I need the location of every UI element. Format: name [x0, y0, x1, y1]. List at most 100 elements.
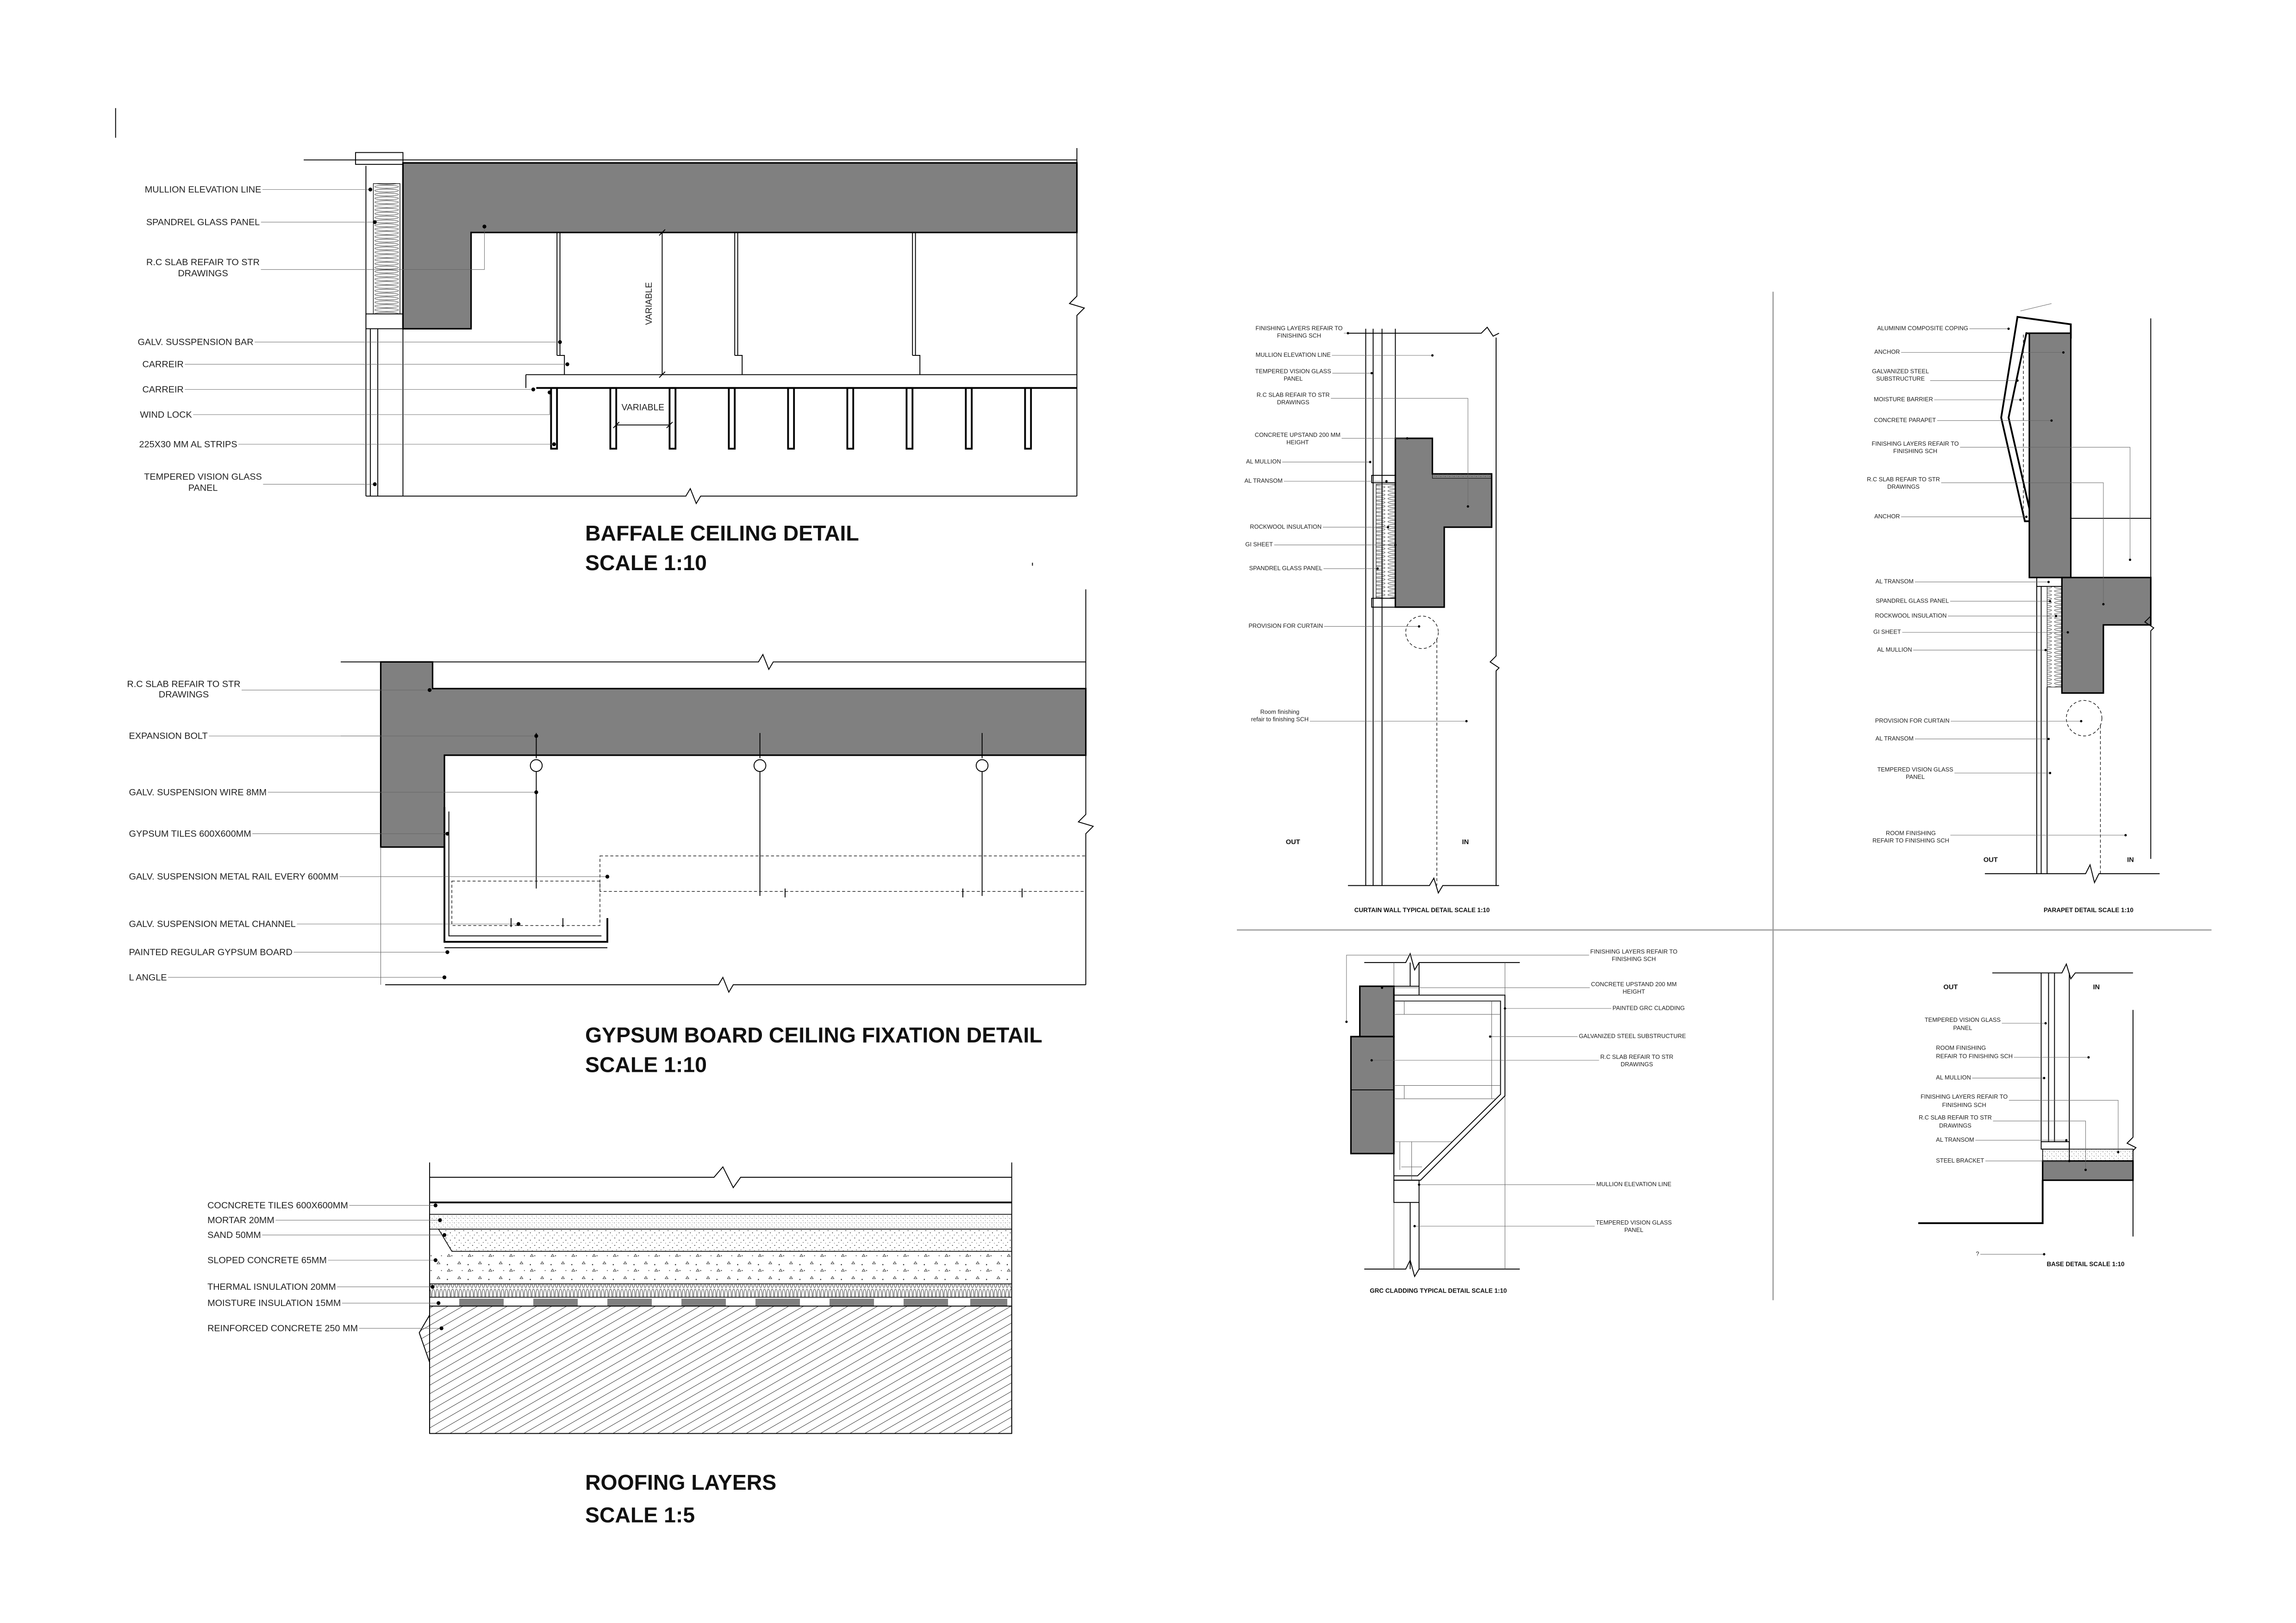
leader-dot [531, 387, 536, 392]
transom-upper [1371, 475, 1396, 484]
left-wall-lines [341, 735, 381, 985]
leader-dot [2068, 1160, 2071, 1163]
callout-label: GALV. SUSSPENSION BAR [137, 337, 253, 348]
grc-title: GRC CLADDING TYPICAL DETAIL SCALE 1:10 [1370, 1287, 1507, 1294]
grc-cladding [1393, 995, 1506, 1181]
leader-line [2009, 1100, 2119, 1152]
leader-dot [433, 1203, 438, 1207]
transom-lower [1371, 597, 1396, 608]
callout-label: SLOPED CONCRETE 65MM [207, 1255, 327, 1265]
l-angle [443, 807, 608, 943]
callout-label: DRAWINGS [1939, 1122, 1972, 1129]
callout-label: PANEL [188, 483, 218, 493]
callout-label: ROCKWOOL INSULATION [1875, 612, 1947, 619]
thermal-insulation-layer [429, 1283, 1012, 1298]
leader-dot [2066, 631, 2069, 634]
callout-label: FINISHING LAYERS REFAIR TO [1590, 948, 1677, 955]
leader-dot [2047, 580, 2050, 584]
callout-curtain_wall-10: PROVISION FOR CURTAIN [1248, 622, 1421, 629]
inner-wall-line [2126, 1010, 2137, 1237]
leader-dot [1431, 354, 1434, 357]
callout-label: TEMPERED VISION GLASS [1255, 367, 1331, 374]
leader-dot [439, 1326, 443, 1331]
leader-dot [2043, 1253, 2046, 1256]
floor-finish [2042, 1149, 2134, 1162]
leader-dot [2117, 1150, 2120, 1154]
callout-label: FINISHING SCH [1942, 1101, 1986, 1108]
callout-label: SPANDREL GLASS PANEL [1249, 565, 1322, 572]
leader-line [193, 392, 550, 415]
callout-label: THERMAL ISNULATION 20MM [207, 1282, 336, 1292]
callout-label: R.C SLAB REFAIR TO STR [127, 679, 240, 690]
callout-label: WIND LOCK [140, 410, 192, 420]
bottom-break-line [366, 487, 1077, 505]
leader-dot [1489, 1035, 1491, 1038]
gypsum-title: GYPSUM BOARD CEILING FIXATION DETAIL [585, 1023, 1042, 1047]
callout-gypsum-3: GYPSUM TILES 600X600MM [129, 829, 449, 839]
callout-baffle-4: CARREIR [142, 360, 569, 370]
leader-dot [1345, 1020, 1348, 1023]
transom [365, 313, 404, 330]
leader-dot [1386, 526, 1389, 529]
carrier-upper [525, 374, 1077, 388]
leader-dot [373, 482, 377, 486]
detail-frame-lines [1236, 292, 2212, 1300]
callout-baffle-6: WIND LOCK [140, 390, 552, 420]
leader-dot [2049, 600, 2052, 603]
in-label: IN [2093, 983, 2100, 991]
callout-parapet-0: ALUMINIM COMPOSITE COPING [1877, 325, 2010, 332]
top-break-line [1364, 952, 1520, 971]
al-strips [550, 387, 1032, 450]
steel-substructure [1394, 1001, 1501, 1181]
leader-dot [1381, 986, 1384, 989]
callout-parapet-1: ANCHOR [1874, 348, 2065, 355]
leader-dot [368, 187, 373, 192]
callout-label: GYPSUM TILES 600X600MM [129, 829, 251, 839]
leader-dot [433, 1258, 438, 1262]
callout-label: FINISHING SCH [1612, 956, 1656, 963]
bottom-break-line [1364, 1259, 1520, 1278]
callout-roofing-0: COCNCRETE TILES 600X600MM [207, 1200, 438, 1211]
right-break-line [1068, 148, 1086, 496]
parapet-detail: ALUMINIM COMPOSITE COPINGANCHORGALVANIZE… [1867, 303, 2160, 914]
sand-layer [437, 1229, 1012, 1252]
callout-parapet-10: ROCKWOOL INSULATION [1875, 612, 2058, 619]
callout-label: CONCRETE UPSTAND 200 MM [1591, 981, 1677, 988]
roofing-scale: SCALE 1:5 [585, 1503, 695, 1527]
callout-baffle-5: CARREIR [142, 385, 536, 395]
rc-slab-upper [1359, 985, 1395, 1038]
channel-ticks [511, 888, 1023, 927]
callout-label: DRAWINGS [1621, 1061, 1653, 1068]
coping [2000, 316, 2072, 522]
floor-finish [1432, 473, 1492, 479]
leader-dot [605, 875, 610, 879]
callout-label: PROVISION FOR CURTAIN [1875, 717, 1950, 724]
callout-parapet-12: AL MULLION [1877, 646, 2047, 653]
callout-label: DRAWINGS [178, 268, 228, 279]
callout-gypsum-2: GALV. SUSPENSION WIRE 8MM [129, 787, 538, 797]
leader-dot [437, 1301, 441, 1305]
callout-label: ALUMINIM COMPOSITE COPING [1877, 325, 1968, 332]
leader-dot [442, 975, 447, 980]
mortar-layer [429, 1214, 1012, 1230]
rc-slab-lower [1350, 1036, 1395, 1155]
callout-gypsum-1: EXPANSION BOLT [129, 731, 538, 741]
leader-dot [438, 1218, 442, 1222]
callout-parapet-14: AL TRANSOM [1876, 735, 2050, 742]
callout-roofing-3: SLOPED CONCRETE 65MM [207, 1255, 438, 1265]
curtain-provision [1405, 616, 1439, 649]
leader-dot [2019, 398, 2022, 401]
leader-line [261, 226, 485, 270]
callout-label: SUBSTRUCTURE [1876, 375, 1925, 382]
callout-label: AL MULLION [1936, 1074, 1971, 1081]
